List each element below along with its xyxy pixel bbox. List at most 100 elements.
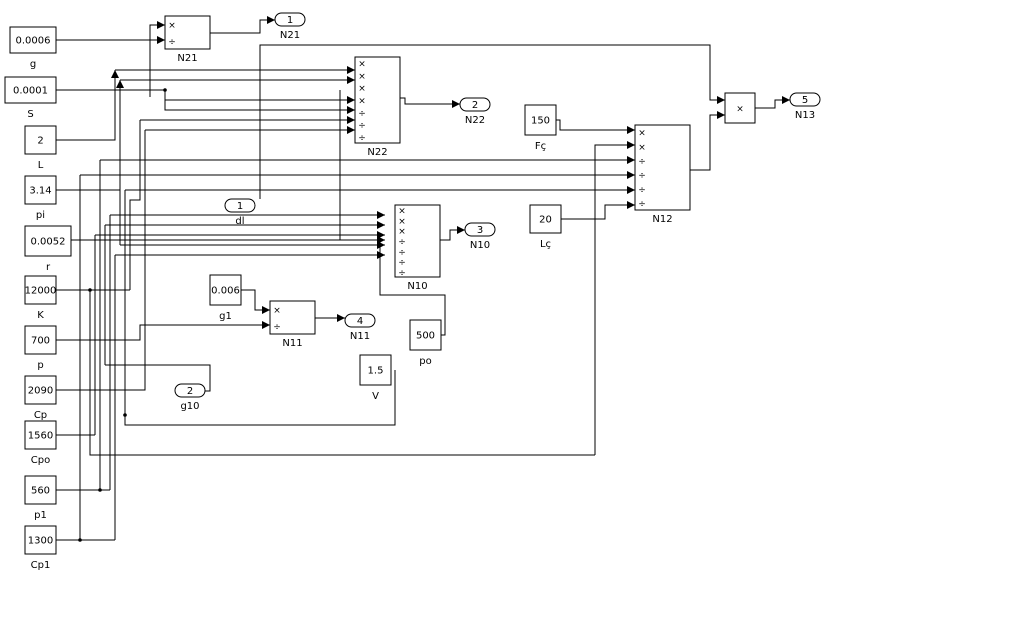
signal-line — [556, 119, 635, 134]
product-sign: ÷ — [398, 238, 406, 248]
constant-box[interactable] — [359, 354, 392, 386]
product-sign: × — [736, 105, 744, 115]
constant-label: pi — [36, 210, 45, 221]
product-sign: × — [398, 207, 406, 217]
constant-box[interactable] — [24, 375, 57, 405]
product-sign: × — [358, 97, 366, 107]
constant-value: 500 — [416, 331, 435, 342]
constant-box[interactable] — [529, 204, 562, 234]
product-sign: × — [638, 143, 646, 153]
product-block-N22[interactable]: ××××÷÷÷N22 — [354, 56, 401, 158]
constant-block-po[interactable]: 500 po — [409, 319, 442, 367]
branch-point — [123, 413, 127, 417]
constant-label: Cp — [34, 410, 47, 421]
signal-line — [259, 44, 725, 199]
signal-lines — [56, 16, 790, 542]
product-box[interactable] — [724, 92, 756, 124]
inport-dl[interactable]: 1dl — [224, 198, 256, 227]
branch-point — [88, 288, 92, 292]
product-box[interactable] — [634, 124, 691, 211]
product-sign: × — [638, 129, 646, 139]
product-sign: × — [398, 227, 406, 237]
inport-oval[interactable] — [224, 198, 256, 213]
product-sign: ÷ — [358, 133, 366, 143]
constant-value: 2 — [37, 136, 43, 147]
product-block-N11[interactable]: ×÷N11 — [269, 300, 316, 349]
inport-label: dl — [235, 216, 244, 227]
signal-line — [149, 21, 165, 97]
constant-box[interactable] — [24, 275, 57, 305]
outport-oval[interactable] — [274, 12, 306, 27]
signal-line — [594, 141, 635, 455]
constant-box[interactable] — [4, 76, 57, 104]
product-box[interactable] — [164, 15, 211, 50]
constant-box[interactable] — [24, 325, 57, 355]
constant-box[interactable] — [24, 475, 57, 505]
constant-label: Lç — [540, 239, 551, 250]
constant-value: 20 — [539, 215, 552, 226]
signal-line — [440, 226, 465, 241]
product-block-N10[interactable]: ×××÷÷÷÷N10 — [394, 204, 441, 292]
product-block-N12[interactable]: ××÷÷÷÷N12 — [634, 124, 691, 225]
outport-oval[interactable] — [464, 222, 496, 237]
product-box[interactable] — [394, 204, 441, 278]
constant-box[interactable] — [24, 525, 57, 555]
constant-box[interactable] — [9, 26, 57, 54]
constant-value: 0.0001 — [13, 86, 48, 97]
constant-box[interactable] — [409, 319, 442, 351]
constant-value: 150 — [531, 116, 550, 127]
signal-line — [105, 364, 211, 392]
product-box[interactable] — [269, 300, 316, 335]
constant-box[interactable] — [24, 125, 57, 155]
outport-label: N11 — [350, 331, 370, 342]
product-sign: ÷ — [638, 199, 646, 209]
constant-box[interactable] — [24, 225, 72, 257]
signal-line — [129, 120, 141, 290]
product-sign: ÷ — [638, 171, 646, 181]
signal-line — [164, 90, 355, 104]
constant-block-V[interactable]: 1.5V — [359, 354, 392, 402]
outport-oval[interactable] — [789, 92, 821, 107]
branch-point — [163, 88, 167, 92]
product-box[interactable] — [354, 56, 401, 144]
signal-line — [56, 70, 119, 141]
constant-label: po — [419, 356, 431, 367]
outport-oval[interactable] — [344, 313, 376, 328]
constant-label: g1 — [219, 311, 232, 322]
constant-label: Fç — [535, 141, 546, 152]
product-sign: ÷ — [358, 109, 366, 119]
constant-value: 12000 — [25, 286, 57, 297]
constant-box[interactable] — [209, 274, 242, 306]
outport-oval[interactable] — [459, 97, 491, 112]
product-block-N21[interactable]: ×÷N21 — [164, 15, 211, 64]
constant-box[interactable] — [24, 175, 57, 205]
constant-block-L[interactable]: 2L — [24, 125, 57, 171]
product-sign: ÷ — [398, 258, 406, 268]
constant-box[interactable] — [24, 420, 57, 450]
constant-box[interactable] — [524, 104, 557, 136]
inport-oval[interactable] — [174, 383, 206, 398]
product-block-N13[interactable]: × — [724, 92, 756, 124]
outport-number: 4 — [357, 316, 363, 327]
